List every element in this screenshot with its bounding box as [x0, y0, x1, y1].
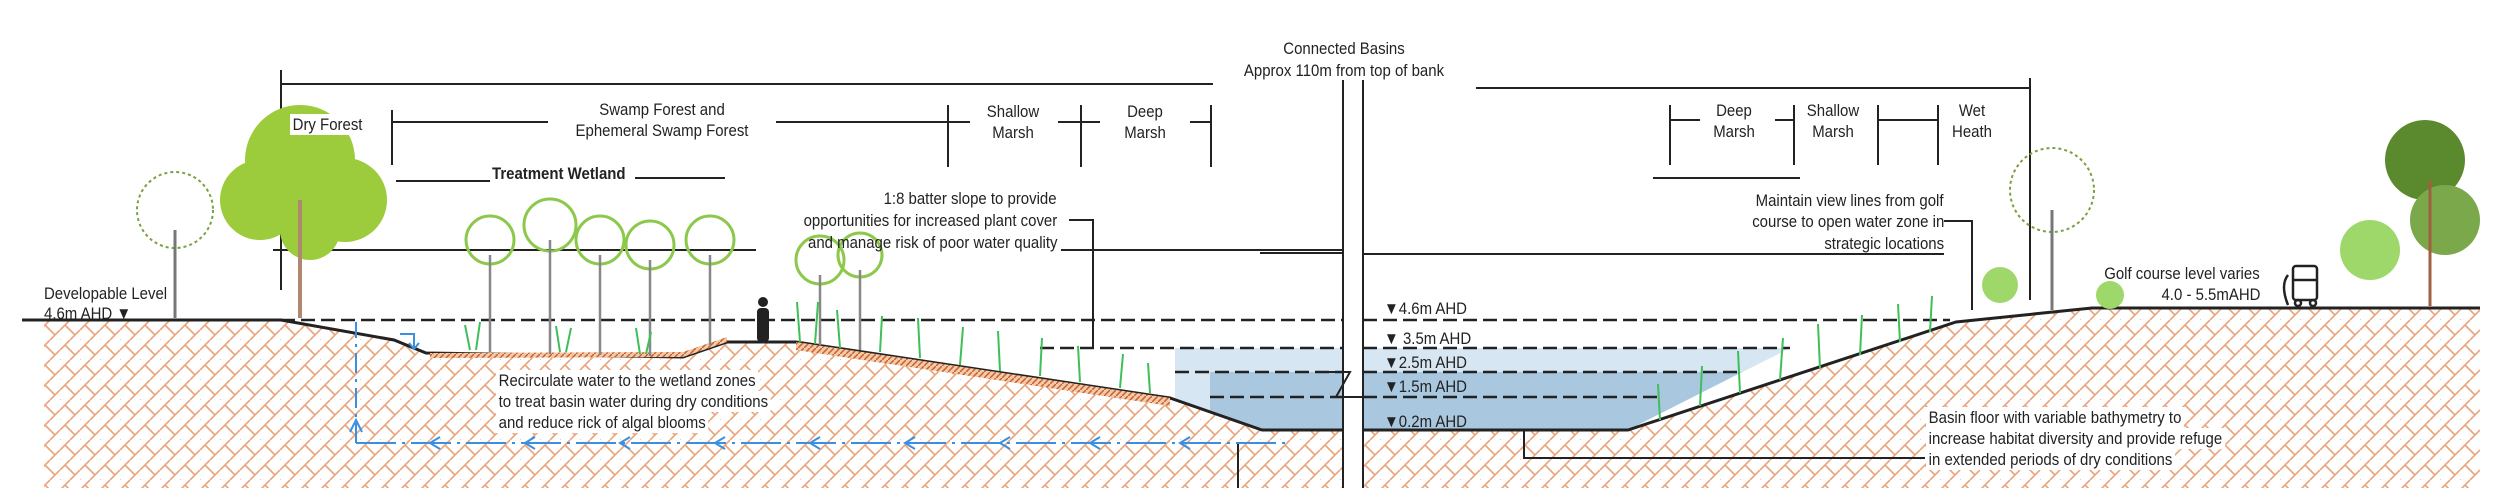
note-golf-course-2: 4.0 - 5.5mAHD: [2161, 285, 2260, 304]
tree-icons: [136, 105, 2480, 356]
note-basin-floor-3: in extended periods of dry conditions: [1926, 449, 2175, 470]
recirculation-flow: [349, 322, 1290, 444]
zone-swamp-forest-line-1: Swamp Forest and: [599, 100, 725, 119]
basin-water: [1175, 348, 1790, 430]
section-break-lines: [1320, 80, 1375, 488]
note-view-lines-3: strategic locations: [1824, 234, 1944, 253]
level-1-5m: ▼1.5m AHD: [1384, 377, 1467, 396]
zone-left-shallow-marsh-1: Shallow: [986, 102, 1040, 121]
zone-wet-heath-1: Wet: [1958, 101, 1986, 120]
zone-swamp-forest-line-2: Ephemeral Swamp Forest: [575, 121, 749, 140]
zone-treatment-wetland: Treatment Wetland: [492, 164, 626, 183]
note-view-lines-2: course to open water zone in: [1751, 212, 1944, 231]
note-developable-level-1: Developable Level: [44, 284, 168, 303]
zone-left-shallow-marsh-2: Marsh: [992, 123, 1034, 142]
wetland-liner: [430, 337, 727, 358]
note-recirculate-1: Recirculate water to the wetland zones: [496, 370, 759, 391]
level-0-2m: ▼0.2m AHD: [1384, 412, 1467, 431]
zone-right-shallow-marsh-2: Marsh: [1812, 122, 1854, 141]
person-icon: [757, 297, 769, 342]
note-developable-level-2: 4.6m AHD ▼: [44, 304, 132, 323]
note-recirculate-2: to treat basin water during dry conditio…: [496, 391, 771, 412]
dimension-lines: [273, 70, 2031, 488]
note-view-lines-1: Maintain view lines from golf: [1756, 191, 1944, 210]
level-2-5m: ▼2.5m AHD: [1384, 353, 1467, 372]
zone-left-deep-marsh-1: Deep: [1127, 102, 1163, 121]
note-batter-slope-3: and manage risk of poor water quality: [807, 233, 1057, 252]
zone-right-shallow-marsh-1: Shallow: [1806, 101, 1860, 120]
reed-icons: [464, 295, 1933, 421]
note-batter-slope-2: opportunities for increased plant cover: [803, 211, 1057, 230]
zone-right-deep-marsh-2: Marsh: [1713, 122, 1755, 141]
note-recirculate-3: and reduce rick of algal blooms: [496, 412, 709, 433]
flow-arrow-icons: [428, 436, 1191, 450]
golf-cart-icon: [2282, 264, 2319, 308]
note-basin-floor-1: Basin floor with variable bathymetry to: [1926, 407, 2185, 428]
batter-liner: [796, 342, 1170, 406]
wet-heath-tree-icon: [2009, 147, 2095, 233]
level-lines: [281, 318, 1950, 399]
small-tree-icon: [136, 171, 214, 249]
note-golf-course-1: Golf course level varies: [2104, 264, 2260, 283]
note-batter-slope-1: 1:8 batter slope to provide: [884, 189, 1057, 208]
zone-left-deep-marsh-2: Marsh: [1124, 123, 1166, 142]
title-line-1: Connected Basins: [1283, 39, 1405, 58]
zone-dry-forest: Dry Forest: [290, 114, 366, 135]
level-4-6m: ▼4.6m AHD: [1384, 299, 1467, 318]
title-line-2: Approx 110m from top of bank: [1243, 61, 1445, 80]
zone-right-deep-marsh-1: Deep: [1716, 101, 1752, 120]
zone-wet-heath-2: Heath: [1952, 122, 1992, 141]
golf-course-tree-icons: [1982, 120, 2480, 309]
level-3-5m: ▼ 3.5m AHD: [1384, 329, 1472, 348]
note-basin-floor-2: increase habitat diversity and provide r…: [1926, 428, 2225, 449]
